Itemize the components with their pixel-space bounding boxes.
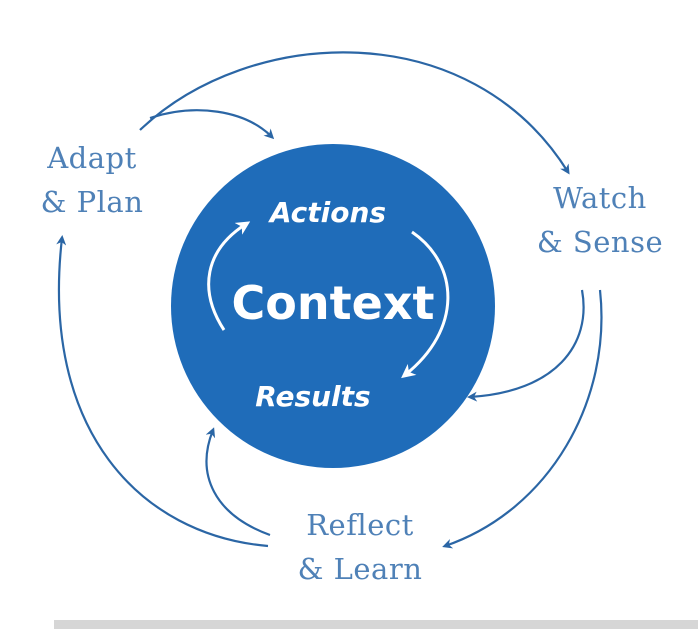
arrow-adapt-to-watch — [139, 51, 570, 175]
inner-arrow-down — [401, 230, 450, 379]
inner-arrow-up — [207, 221, 251, 331]
label-watch-sense-line2: & Sense — [536, 225, 664, 259]
label-watch-sense: Watch & Sense — [520, 176, 680, 264]
label-adapt-plan: Adapt & Plan — [22, 136, 162, 224]
actions-label: Actions — [269, 196, 387, 229]
label-reflect-learn-line1: Reflect — [306, 508, 414, 542]
arrow-adapt-to-context — [149, 109, 275, 140]
results-label: Results — [255, 380, 371, 413]
bottom-scroll-strip — [54, 620, 698, 629]
arrow-watch-to-context — [467, 289, 585, 402]
label-reflect-learn: Reflect & Learn — [280, 503, 440, 591]
arrow-reflect-to-context — [205, 427, 271, 537]
arrow-watch-to-reflect — [442, 289, 603, 549]
arrow-reflect-to-adapt — [56, 235, 269, 548]
label-watch-sense-line1: Watch — [553, 181, 647, 215]
label-adapt-plan-line2: & Plan — [40, 185, 144, 219]
context-label: Context — [231, 276, 435, 330]
label-reflect-learn-line2: & Learn — [297, 552, 423, 586]
label-adapt-plan-line1: Adapt — [47, 141, 137, 175]
context-circle — [171, 144, 495, 468]
